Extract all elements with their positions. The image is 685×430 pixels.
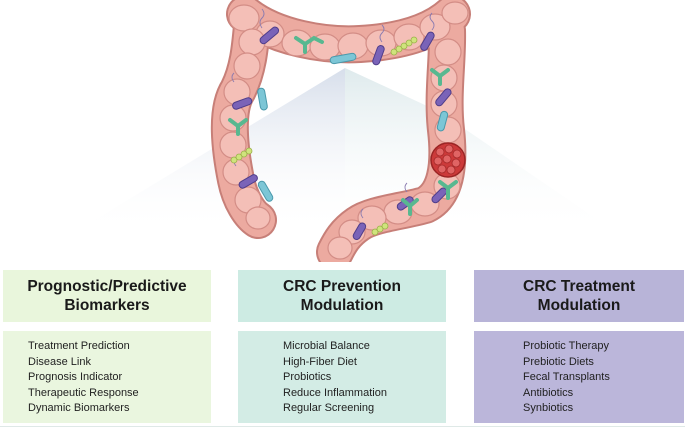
panel-treatment-header: CRC Treatment Modulation (474, 270, 684, 322)
list-item: Prognosis Indicator (28, 371, 123, 384)
tumor-icon (430, 142, 466, 178)
rod-bacterium-teal-icon (257, 52, 449, 202)
y-shaped-antibody-icon (228, 35, 458, 216)
bottom-divider (0, 426, 685, 427)
panel-prognostic-list: Treatment Prediction Disease Link Progno… (3, 331, 211, 423)
panel-prevention-header: CRC Prevention Modulation (238, 270, 446, 322)
list-item: High-Fiber Diet (283, 355, 357, 368)
list-item: Treatment Prediction (28, 340, 130, 352)
list-item: Reduce Inflammation (283, 386, 387, 399)
list-item: Disease Link (28, 355, 91, 368)
rod-bacterium-icon (232, 26, 452, 241)
panel-treatment-list: Probiotic Therapy Prebiotic Diets Fecal … (474, 331, 684, 423)
list-item: Probiotic Therapy (523, 340, 610, 352)
list-item: Regular Screening (283, 402, 375, 415)
panel-title-line: CRC Treatment (523, 278, 635, 295)
panel-title-line: Modulation (537, 297, 621, 314)
list-item: Prebiotic Diets (523, 355, 594, 368)
list-item: Dynamic Biomarkers (28, 402, 130, 415)
colon-illustration (70, 0, 620, 262)
panel-prevention-list: Microbial Balance High-Fiber Diet Probio… (238, 331, 446, 423)
panel-title-line: Modulation (300, 297, 384, 314)
panel-title-line: Biomarkers (64, 297, 150, 314)
list-item: Fecal Transplants (523, 371, 610, 384)
panel-title-line: CRC Prevention (283, 278, 401, 295)
list-item: Antibiotics (523, 386, 574, 399)
panel-prognostic-header: Prognostic/Predictive Biomarkers (3, 270, 211, 322)
list-item: Probiotics (283, 371, 332, 384)
projection-fan-left (70, 68, 345, 235)
list-item: Synbiotics (523, 402, 574, 415)
bead-chain-bacterium-icon (230, 36, 418, 236)
list-item: Microbial Balance (283, 340, 370, 352)
panel-title-line: Prognostic/Predictive (27, 278, 187, 295)
list-item: Therapeutic Response (28, 386, 139, 399)
